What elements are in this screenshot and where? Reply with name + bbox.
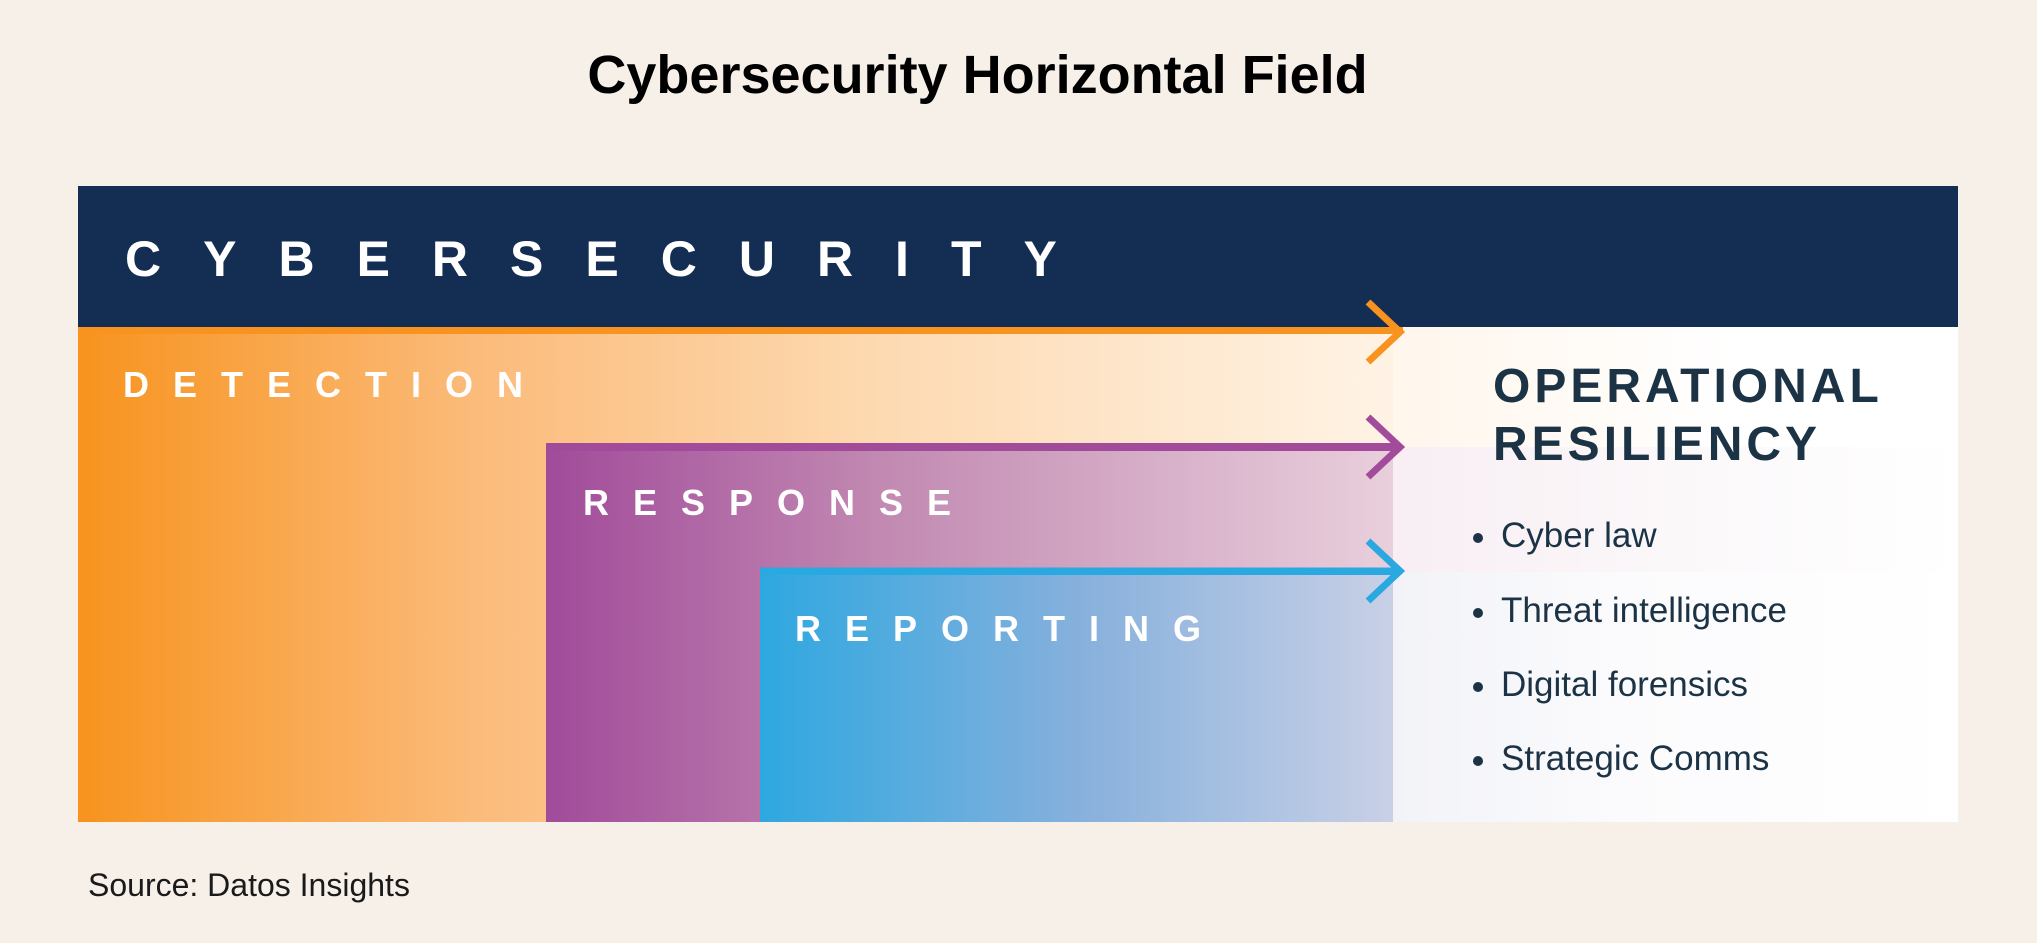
cybersecurity-banner: [78, 186, 1958, 327]
source-note: Source: Datos Insights: [88, 867, 410, 903]
list-item: Threat intelligence: [1473, 591, 1787, 631]
bullet-icon: [1473, 607, 1483, 618]
list-item-text: Strategic Comms: [1501, 739, 1770, 778]
list-item-text: Cyber law: [1501, 516, 1657, 555]
diagram-title: Cybersecurity Horizontal Field: [587, 45, 1368, 105]
title-line-2: RESILIENCY: [1493, 418, 1822, 471]
list-item-text: Digital forensics: [1501, 665, 1749, 704]
detection-arrow-icon: [1365, 299, 1406, 365]
list-item: Cyber law: [1473, 516, 1657, 556]
response-arrow-icon: [1365, 414, 1406, 480]
cybersecurity-label: CYBERSECURITY: [125, 231, 1099, 287]
list-item: Digital forensics: [1473, 665, 1748, 705]
operational-resiliency-title: OPERATIONAL RESILIENCY: [1493, 358, 1883, 474]
reporting-arrow-icon: [1365, 538, 1406, 604]
list-item: Strategic Comms: [1473, 739, 1769, 779]
reporting-label: REPORTING: [795, 608, 1226, 649]
bullet-icon: [1473, 755, 1483, 766]
response-label: RESPONSE: [583, 482, 976, 523]
bullet-icon: [1473, 532, 1483, 543]
detection-arrow-line: [78, 327, 1403, 334]
detection-label: DETECTION: [123, 364, 548, 405]
list-item-text: Threat intelligence: [1501, 591, 1787, 630]
title-line-1: OPERATIONAL: [1493, 360, 1883, 413]
panel-tint-mid: [1393, 447, 1958, 572]
bullet-icon: [1473, 681, 1483, 692]
panel-tint-top: [1393, 327, 1958, 447]
